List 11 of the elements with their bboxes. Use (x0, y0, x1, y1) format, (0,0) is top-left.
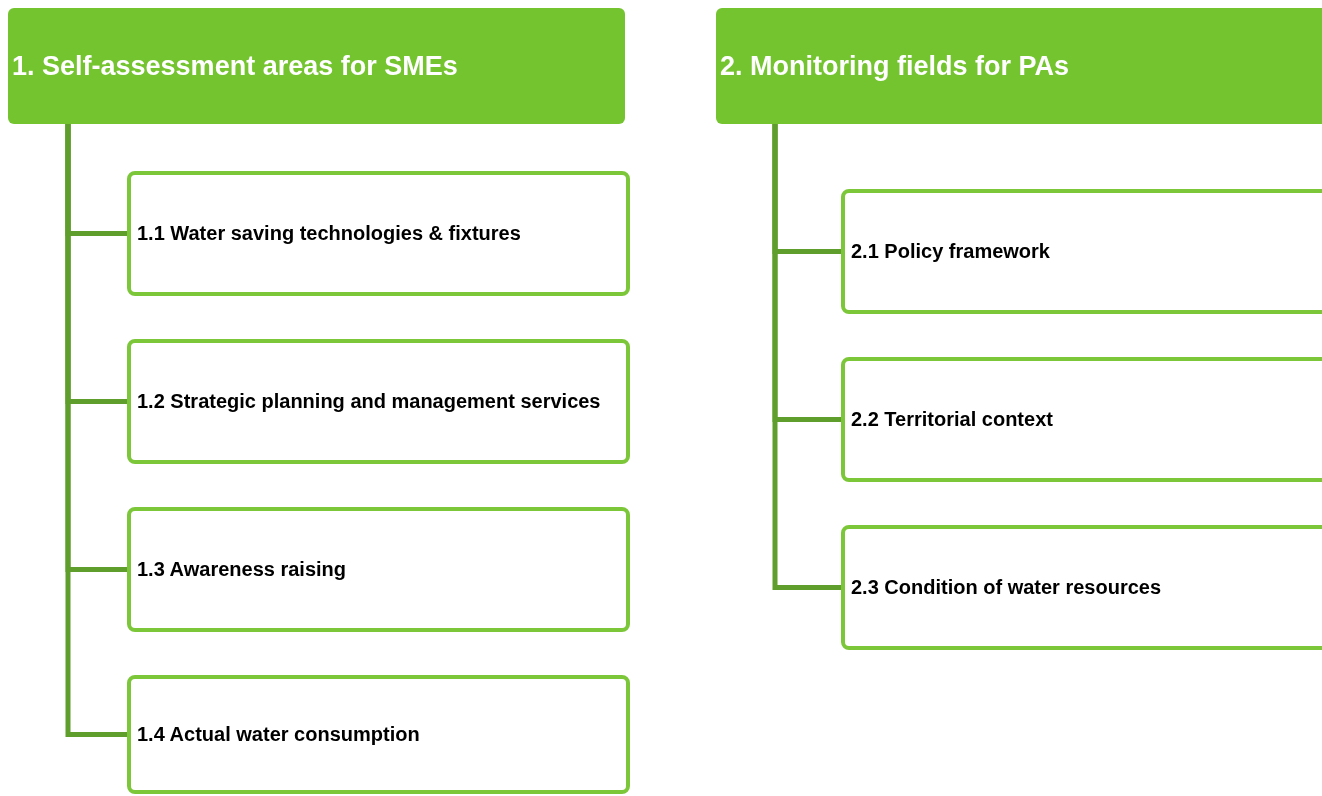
area-box: 1.4 Actual water consumption (127, 675, 630, 794)
connector-line (772, 124, 841, 590)
area-box: 1.2 Strategic planning and management services (127, 339, 630, 464)
connector-line (65, 124, 127, 737)
area-box: 1.3 Awareness raising (127, 507, 630, 632)
area-box: 2.2 Territorial context (841, 357, 1322, 482)
area-box: 1.1 Water saving technologies & fixtures (127, 171, 630, 296)
area-box: 2.3 Condition of water resources (841, 525, 1322, 650)
category-header: 2. Monitoring fields for PAs (716, 8, 1322, 124)
category-header: 1. Self-assessment areas for SMEs (8, 8, 625, 124)
area-box: 2.1 Policy framework (841, 189, 1322, 314)
